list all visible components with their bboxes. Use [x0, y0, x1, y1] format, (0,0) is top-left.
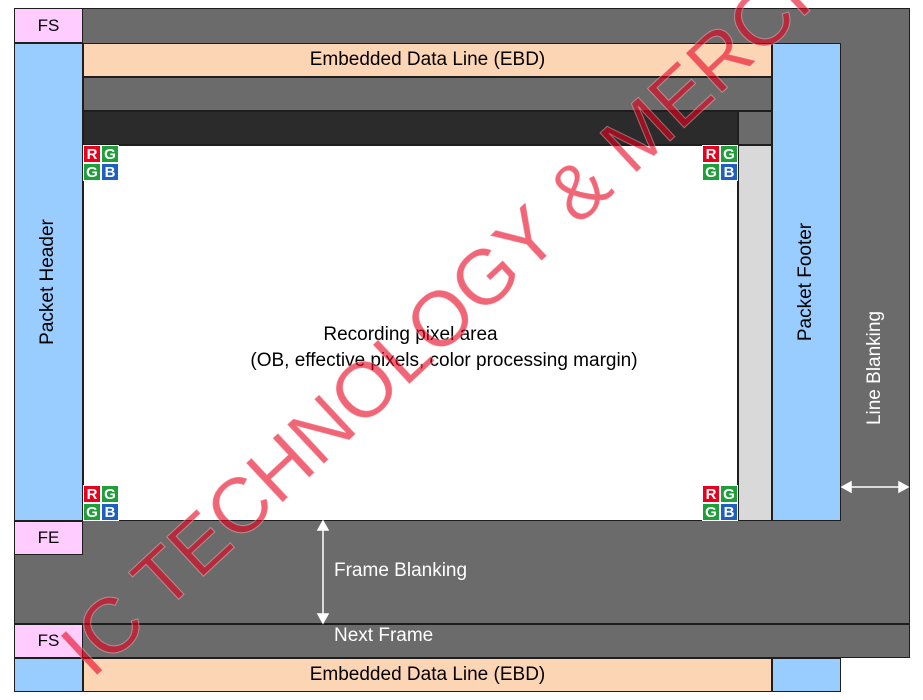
packet-footer-block — [772, 43, 841, 521]
recording-pixel-area — [83, 145, 738, 521]
recording-label-line1: Recording pixel area — [323, 324, 498, 345]
recording-label-line2: (OB, effective pixels, color processing … — [250, 350, 638, 371]
ebd-top-block: Embedded Data Line (EBD) — [83, 43, 772, 77]
ob-row-margin — [738, 111, 772, 145]
bayer-tile-bottom-left: R G G B — [83, 485, 119, 521]
bayer-g: G — [101, 145, 119, 163]
frame-blanking-label: Frame Blanking — [334, 560, 468, 581]
bayer-b: B — [101, 163, 119, 181]
fs-top-block: FS — [14, 8, 83, 43]
bayer-r: R — [83, 145, 101, 163]
bayer-tile-bottom-right: R G G B — [702, 485, 738, 521]
fs-bottom-block: FS — [14, 624, 83, 658]
bayer-g: G — [702, 163, 720, 181]
bayer-g: G — [702, 503, 720, 521]
ebd-bottom-block: Embedded Data Line (EBD) — [83, 658, 772, 692]
frame-blanking-arrow — [316, 519, 330, 625]
bayer-g: G — [83, 503, 101, 521]
bayer-g: G — [720, 145, 738, 163]
fs-top-label: FS — [37, 15, 60, 35]
bayer-r: R — [83, 485, 101, 503]
ebd-bottom-label: Embedded Data Line (EBD) — [309, 664, 546, 685]
bayer-b: B — [101, 503, 119, 521]
packet-header-block — [14, 43, 83, 521]
bayer-r: R — [702, 485, 720, 503]
next-frame-strip — [14, 624, 910, 658]
packet-header-next-frame — [14, 658, 83, 692]
bayer-tile-top-right: R G G B — [702, 145, 738, 181]
packet-footer-next-frame — [772, 658, 841, 692]
line-blanking-arrow — [840, 480, 910, 494]
ebd-gap-strip — [83, 77, 772, 111]
bayer-r: R — [702, 145, 720, 163]
right-margin-column — [738, 145, 772, 521]
bayer-b: B — [720, 163, 738, 181]
ob-row — [83, 111, 738, 145]
fe-label: FE — [37, 528, 60, 547]
bayer-b: B — [720, 503, 738, 521]
bayer-g: G — [720, 485, 738, 503]
bayer-g: G — [101, 485, 119, 503]
next-frame-label: Next Frame — [334, 625, 434, 646]
bayer-tile-top-left: R G G B — [83, 145, 119, 181]
bayer-g: G — [83, 163, 101, 181]
ebd-top-label: Embedded Data Line (EBD) — [309, 49, 546, 70]
fe-block: FE — [14, 521, 83, 555]
fs-bottom-label: FS — [37, 631, 60, 650]
